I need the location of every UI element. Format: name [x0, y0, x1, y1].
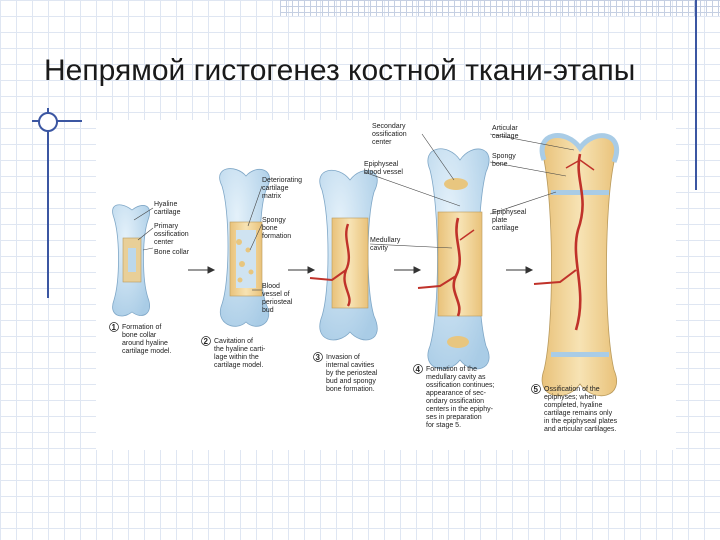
label-deteriorating-matrix: Deteriorating cartilage matrix [262, 177, 304, 200]
step-2-caption: 2 Cavitation of the hyaline carti- lage … [202, 337, 268, 370]
left-vertical-rule [47, 108, 49, 298]
svg-text:Formation of the medul: Formation of the medullary cavity as oss… [426, 366, 496, 429]
label-primary-ossification: Primary ossification center [154, 223, 191, 246]
svg-text:1: 1 [112, 323, 117, 332]
rule-circle-ornament [38, 112, 58, 132]
label-epiphyseal-vessel: Epiphyseal blood vessel [364, 161, 403, 176]
step-3-caption: 3 Invasion of internal cavities by the p… [314, 353, 380, 394]
figure-panel: Hyaline cartilage Primary ossification c… [96, 120, 676, 450]
step-1-caption: 1 Formation of bone collar around hyalin… [110, 323, 172, 356]
svg-text:Formation of bone coll: Formation of bone collar around hyaline … [122, 324, 171, 355]
svg-text:Cavitation of the hyal: Cavitation of the hyaline carti- lage wi… [214, 338, 267, 369]
stage-4-bone [418, 149, 489, 369]
svg-text:5: 5 [534, 385, 539, 394]
label-spongy-bone-formation: Spongy bone formation [262, 217, 291, 240]
label-medullary-cavity: Medullary cavity [370, 237, 402, 252]
svg-text:Invasion of internal c: Invasion of internal cavities by the per… [326, 354, 379, 393]
stage-1-bone [113, 205, 150, 316]
stage-3-bone [310, 170, 377, 340]
stage-5-bone [534, 136, 617, 396]
label-secondary-ossification: Secondary ossification center [372, 123, 409, 146]
svg-text:3: 3 [316, 353, 321, 362]
corner-grid-decoration [280, 0, 720, 16]
step-4-caption: 4 Formation of the medullary cavity as o… [414, 365, 497, 430]
label-articular-cartilage: Articular cartilage [492, 125, 520, 140]
svg-text:2: 2 [204, 337, 209, 346]
slide-title: Непрямой гистогенез костной ткани-этапы [44, 54, 635, 88]
svg-text:4: 4 [416, 365, 421, 374]
label-epiphyseal-plate: Epiphyseal plate cartilage [492, 209, 528, 232]
bone-development-diagram: Hyaline cartilage Primary ossification c… [96, 120, 676, 450]
label-bone-collar: Bone collar [154, 249, 190, 256]
label-spongy-bone: Spongy bone [492, 153, 518, 168]
label-hyaline: Hyaline cartilage [154, 201, 181, 216]
label-blood-vessel-bud: Blood vessel of periosteal bud [262, 283, 294, 314]
right-vertical-rule [695, 0, 697, 190]
